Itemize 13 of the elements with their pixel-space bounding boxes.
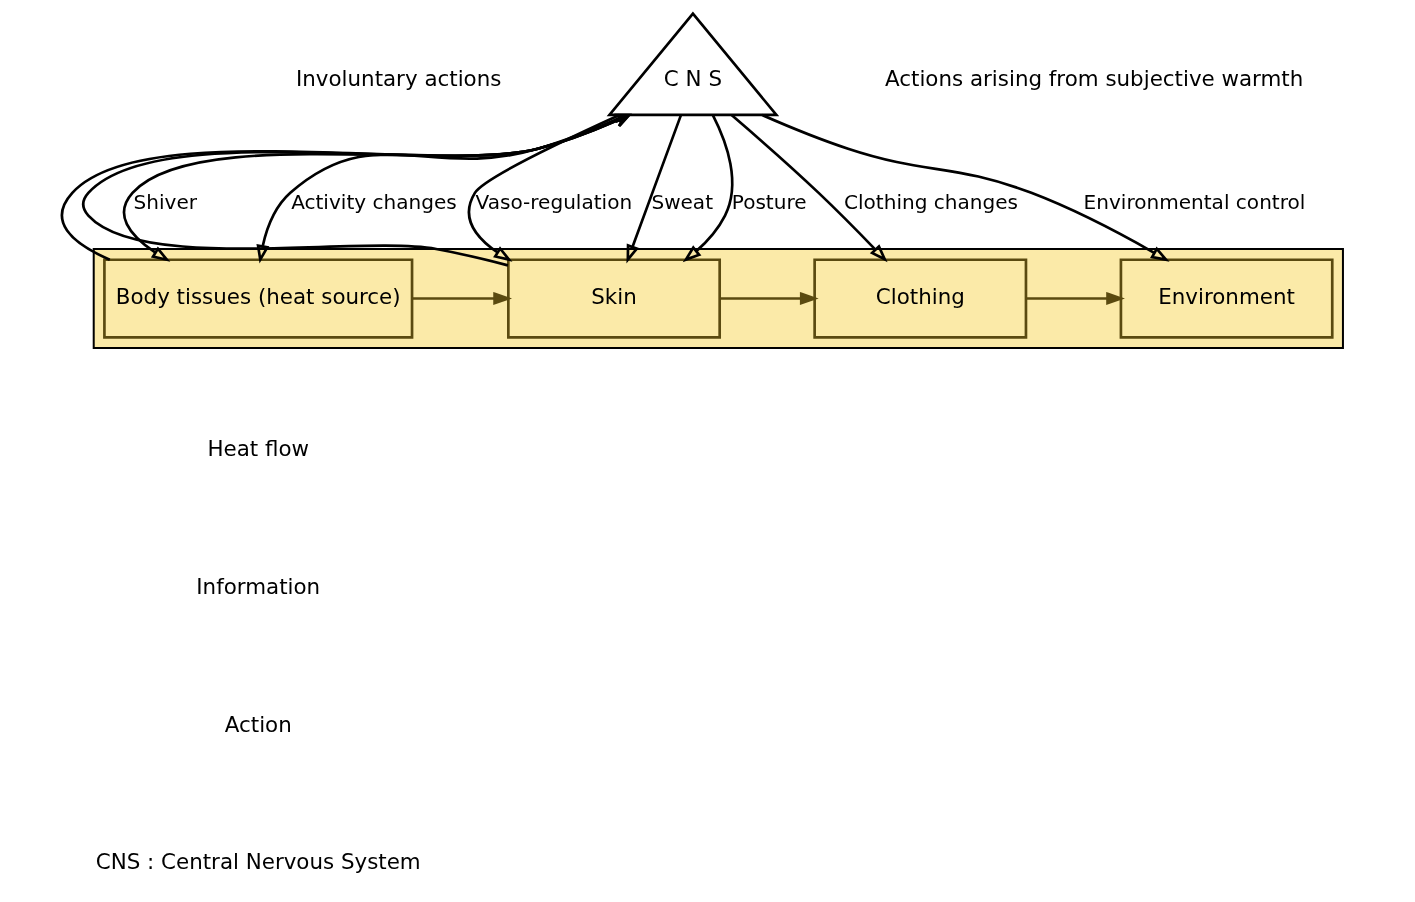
legend-label: Heat flow xyxy=(207,436,310,462)
edge-label: Shiver xyxy=(133,189,197,214)
legend-label: Action xyxy=(224,711,292,737)
edge-label: Vaso-regulation xyxy=(475,189,633,214)
edge-label: Posture xyxy=(731,189,807,214)
legend-label: Information xyxy=(196,573,321,599)
edge-label: Activity changes xyxy=(291,189,457,214)
edge-label: Environmental control xyxy=(1083,189,1306,214)
label: Involuntary actions xyxy=(295,66,502,92)
edge-label: Clothing changes xyxy=(844,189,1018,214)
label: Actions arising from subjective warmth xyxy=(885,66,1304,92)
edge-label: Sweat xyxy=(651,189,714,214)
label: CNS : Central Nervous System xyxy=(95,849,421,875)
